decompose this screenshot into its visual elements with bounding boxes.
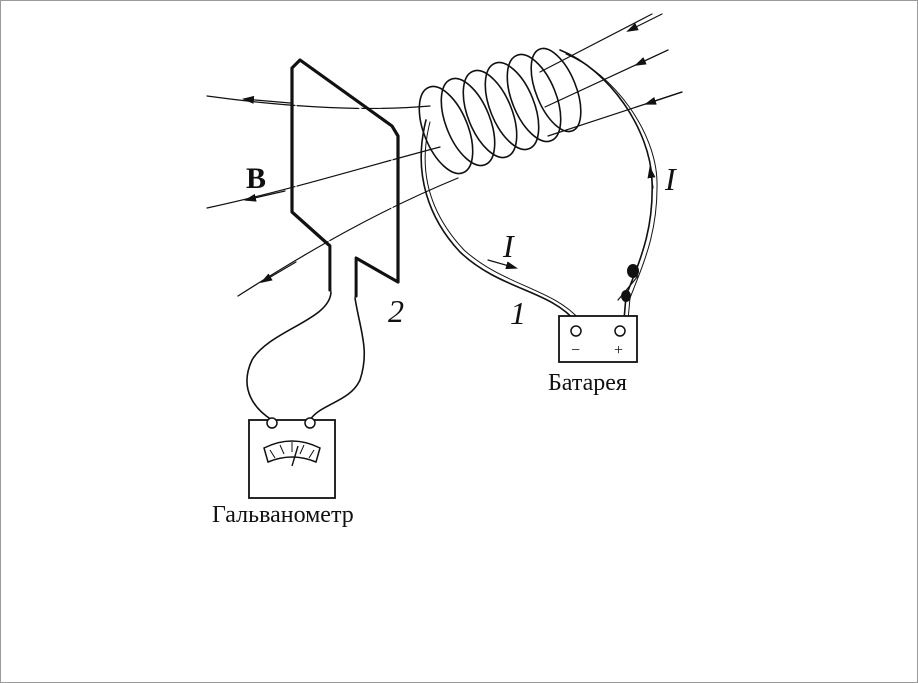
field-arrow-2-out xyxy=(244,190,286,202)
galvanometer-needle xyxy=(291,445,299,467)
battery-caption: Батарея xyxy=(548,370,627,396)
battery-plus-sign: + xyxy=(614,342,623,359)
solenoid-coil-1 xyxy=(418,47,582,175)
clip-1 xyxy=(627,264,639,278)
battery-minus-sign: − xyxy=(571,342,580,359)
loop-number-label: 2 xyxy=(388,293,404,329)
field-arrow-1-in xyxy=(626,13,663,32)
battery: − + xyxy=(558,315,638,363)
galvanometer-terminal-left xyxy=(266,417,278,429)
field-line-3-out xyxy=(237,177,459,297)
battery-minus-terminal xyxy=(570,325,582,337)
clip-2 xyxy=(621,290,631,302)
battery-plus-terminal xyxy=(614,325,626,337)
current-arrow-bottom xyxy=(487,259,518,270)
wire-loop-2 xyxy=(290,58,400,298)
galvanometer xyxy=(248,417,336,499)
current-label-bottom: I xyxy=(502,228,515,264)
galvanometer-leads xyxy=(246,291,366,421)
field-arrow-3-out xyxy=(260,261,297,284)
current-arrow-top xyxy=(647,166,656,189)
field-arrow-3-in xyxy=(644,91,683,105)
field-line-2-out xyxy=(206,146,441,209)
field-arrow-1-out xyxy=(242,95,291,104)
field-line-1-in xyxy=(539,13,653,73)
coil-leads xyxy=(420,49,658,323)
galvanometer-terminal-right xyxy=(304,417,316,429)
field-label: B xyxy=(246,162,266,195)
coil-number-label: 1 xyxy=(510,295,526,331)
current-label-top: I xyxy=(664,161,677,197)
field-arrow-2-in xyxy=(634,49,669,66)
field-line-1-out xyxy=(206,95,431,109)
field-lines xyxy=(206,13,683,297)
galvanometer-caption: Гальванометр xyxy=(212,502,354,528)
